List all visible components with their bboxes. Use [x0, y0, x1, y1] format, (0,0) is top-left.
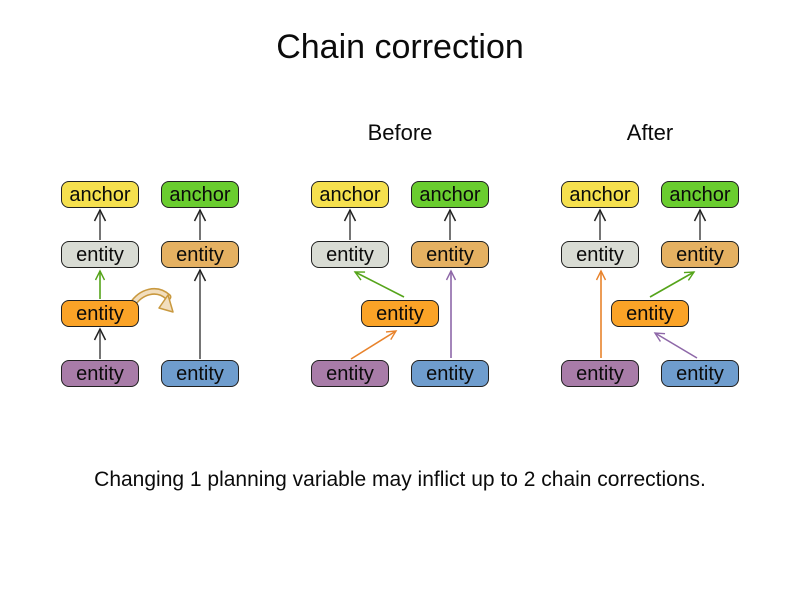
entity-box-blue: entity — [411, 360, 489, 387]
anchor-box-green: anchor — [661, 181, 739, 208]
anchor-box-green: anchor — [411, 181, 489, 208]
group-label-before: Before — [367, 120, 433, 145]
entity-box-gray: entity — [311, 241, 389, 268]
entity-box-tan: entity — [161, 241, 239, 268]
anchor-box-yellow: anchor — [561, 181, 639, 208]
entity-box-tan: entity — [661, 241, 739, 268]
entity-box-blue: entity — [661, 360, 739, 387]
arrow-before-orange-to-gray — [353, 271, 405, 298]
anchor-box-yellow: anchor — [311, 181, 389, 208]
entity-box-orange: entity — [61, 300, 139, 327]
anchor-box-yellow: anchor — [61, 181, 139, 208]
arrow-after-orange-to-tan — [649, 271, 696, 298]
entity-box-tan: entity — [411, 241, 489, 268]
entity-box-gray: entity — [561, 241, 639, 268]
entity-box-purple: entity — [61, 360, 139, 387]
anchor-box-green: anchor — [161, 181, 239, 208]
entity-box-purple: entity — [561, 360, 639, 387]
caption: Changing 1 planning variable may inflict… — [94, 468, 706, 491]
page-title: Chain correction — [276, 28, 524, 66]
group-label-after: After — [626, 120, 674, 145]
entity-box-purple: entity — [311, 360, 389, 387]
arrow-before-purple-to-orange — [350, 330, 398, 360]
arrow-after-blue-to-orange — [653, 332, 698, 359]
entity-box-orange: entity — [611, 300, 689, 327]
entity-box-blue: entity — [161, 360, 239, 387]
entity-box-orange: entity — [361, 300, 439, 327]
entity-box-gray: entity — [61, 241, 139, 268]
